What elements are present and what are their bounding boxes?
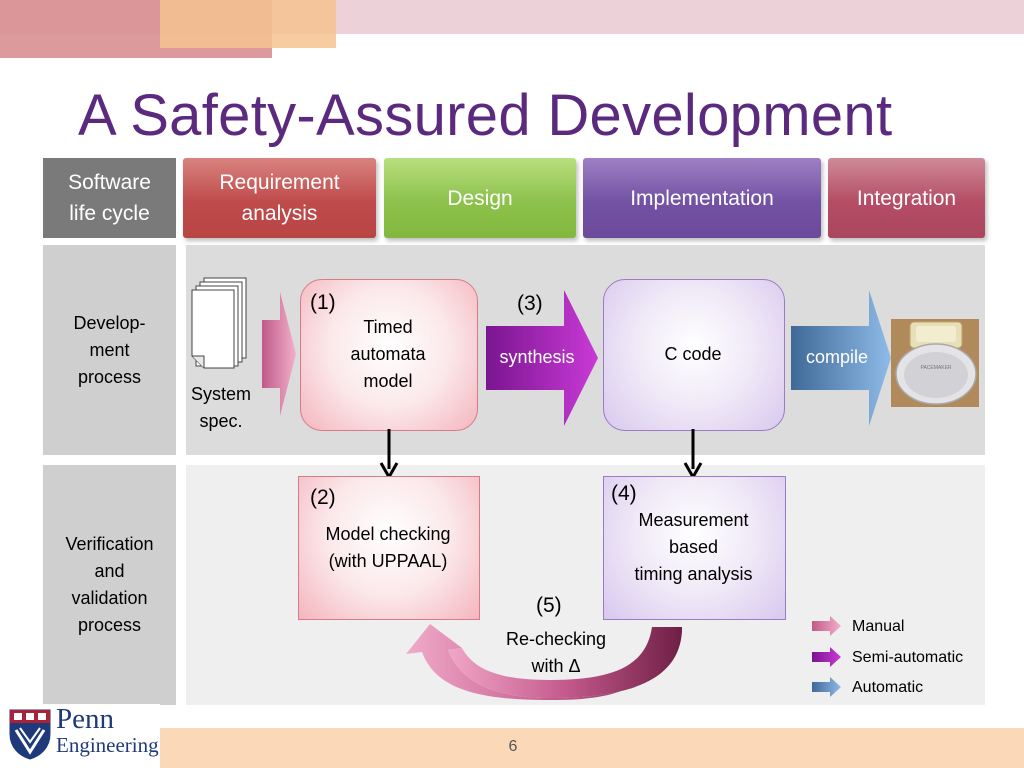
recheck-line: with Δ	[531, 656, 581, 676]
page-number: 6	[508, 738, 518, 755]
timed-automata-label: Timed automata model	[300, 314, 476, 395]
row-label-line: Develop-	[73, 312, 146, 333]
step-3-number: (3)	[517, 292, 543, 315]
row-label-line: validation	[71, 588, 148, 608]
legend-automatic-arrow-icon	[812, 677, 841, 697]
row-label-line: process	[77, 615, 142, 635]
step-2-number: (2)	[310, 486, 336, 509]
timed-automata-line: automata	[350, 344, 426, 364]
timing-analysis-line: timing analysis	[634, 564, 753, 584]
step-4-number: (4)	[611, 482, 637, 505]
recheck-line: Re-checking	[505, 629, 607, 649]
header-line: Requirement	[219, 171, 340, 194]
system-spec-label: System spec.	[185, 381, 257, 435]
header-integration: Integration	[828, 158, 985, 238]
c-code-label: C code	[664, 344, 722, 364]
header-implementation: Implementation	[583, 158, 821, 238]
row-label-verification: Verification and validation process	[43, 465, 176, 705]
document-stack-icon	[191, 277, 247, 369]
pacemaker-brand-text: PACEMAKER	[920, 365, 951, 371]
timing-analysis-box	[603, 476, 786, 620]
slide-title: A Safety-Assured Development	[78, 83, 893, 148]
footer-bar	[0, 728, 1024, 768]
model-checking-box	[298, 476, 480, 620]
row-label-development: Develop- ment process	[43, 245, 176, 455]
system-spec-line: spec.	[199, 411, 243, 431]
model-checking-line: (with UPPAAL)	[328, 551, 448, 571]
legend-manual-arrow-icon	[812, 616, 841, 636]
header-design: Design	[384, 158, 576, 238]
header-line: life cycle	[69, 202, 150, 225]
c-code-box	[603, 279, 785, 431]
timing-analysis-line: Measurement	[638, 510, 749, 530]
legend-semi-automatic-arrow-icon	[812, 647, 841, 667]
row-label-line: Verification	[65, 534, 154, 554]
top-decor-block-orange	[160, 0, 336, 48]
down-arrow-icon	[379, 429, 399, 479]
header-line: analysis	[241, 202, 318, 225]
model-checking-line: Model checking	[325, 524, 451, 544]
system-spec-line: System	[190, 384, 251, 404]
step-1-number: (1)	[310, 291, 336, 314]
compile-label: compile	[805, 347, 869, 367]
recheck-curved-arrow-icon	[406, 624, 682, 700]
model-checking-label: Model checking (with UPPAAL)	[298, 521, 478, 575]
timing-analysis-label: Measurement based timing analysis	[603, 507, 784, 588]
penn-shield-logo-icon	[9, 709, 51, 760]
logo-engineering-text: Engineering	[56, 733, 159, 757]
timed-automata-line: Timed	[363, 317, 413, 337]
header-software-life-cycle: Software life cycle	[43, 158, 176, 238]
pacemaker-device-icon: PACEMAKER	[891, 319, 979, 407]
timed-automata-line: model	[363, 371, 413, 391]
timing-analysis-line: based	[668, 537, 719, 557]
header-line: Software	[68, 171, 151, 194]
header-requirement-analysis: Requirement analysis	[183, 158, 376, 238]
synthesis-arrow-icon	[486, 290, 598, 426]
legend-automatic-label: Automatic	[852, 679, 924, 696]
recheck-label: Re-checking with Δ	[486, 626, 626, 680]
compile-arrow-icon	[791, 290, 891, 426]
row-label-line: ment	[89, 339, 130, 360]
manual-arrow-icon	[262, 292, 296, 416]
row-label-line: process	[77, 366, 141, 387]
down-arrow-icon	[683, 429, 703, 479]
synthesis-label: synthesis	[499, 347, 575, 367]
logo-penn-text: Penn	[56, 703, 114, 735]
row-label-line: and	[94, 561, 125, 581]
step-5-number: (5)	[536, 594, 562, 617]
legend-semi-automatic-label: Semi-automatic	[852, 649, 964, 666]
legend-manual-label: Manual	[852, 618, 905, 635]
